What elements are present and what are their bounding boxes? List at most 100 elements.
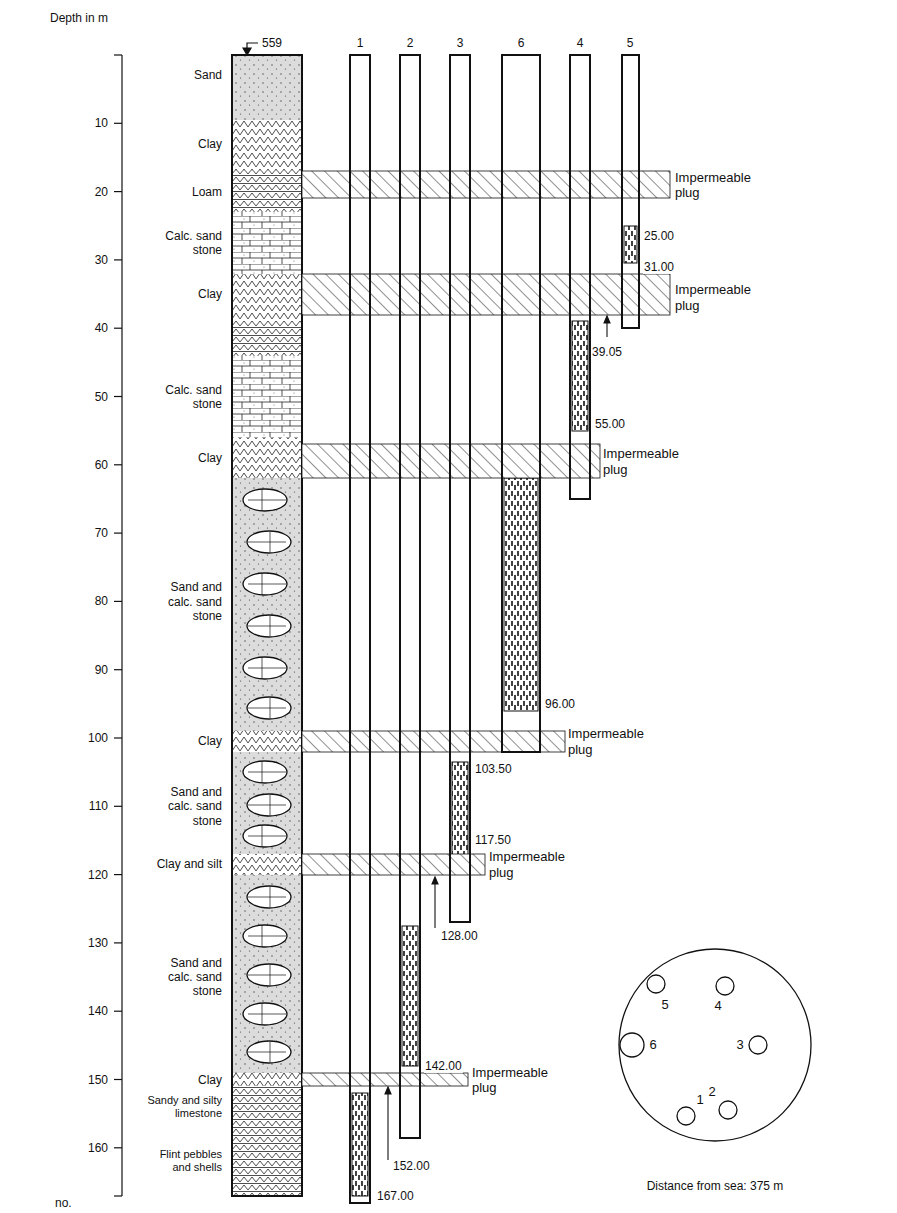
depth-value: 70: [95, 526, 108, 540]
depth-tick: [114, 1147, 122, 1148]
depth-tick: [114, 191, 122, 192]
well-tube-outlines: [350, 55, 639, 1203]
sandstone-nodule: [247, 531, 291, 553]
sandstone-nodule: [243, 825, 287, 847]
depth-value: 167.00: [376, 1189, 415, 1203]
lithology-column: [232, 55, 302, 1196]
well-position-number: 5: [661, 997, 668, 1012]
layer-name: Flint pebbles and shells: [146, 1148, 222, 1174]
depth-tick: [114, 396, 122, 397]
well-position-number: 6: [649, 1037, 656, 1052]
sandstone-nodule: [247, 886, 291, 908]
depth-tick: [114, 669, 122, 670]
depth-tick: [114, 532, 122, 533]
layer-name: Sand and calc. sand stone: [150, 956, 222, 998]
sandstone-nodule: [243, 1003, 287, 1025]
depth-value: 30: [95, 253, 108, 267]
well-position-number: 2: [708, 1084, 715, 1099]
depth-value: 103.50: [474, 762, 513, 776]
depth-value: 130: [88, 936, 108, 950]
layer-name: Calc. sand stone: [150, 229, 222, 257]
well-tubes: [350, 55, 639, 1203]
layer-name: Sand and calc. sand stone: [150, 785, 222, 827]
sandstone-nodule: [247, 615, 291, 637]
depth-value: 39.05: [591, 345, 623, 359]
depth-value: 96.00: [544, 697, 576, 711]
sandstone-nodule: [243, 761, 287, 783]
well-position-number: 3: [736, 1037, 743, 1052]
distance-note: Distance from sea: 375 m: [647, 1179, 784, 1193]
layer-name: Clay: [150, 287, 222, 301]
depth-tick: [114, 737, 122, 738]
depth-value: 90: [95, 663, 108, 677]
depth-tick: [114, 1079, 122, 1080]
sandstone-nodule: [247, 964, 291, 986]
layer-name: Clay: [150, 734, 222, 748]
sandstone-nodule: [243, 925, 287, 947]
depth-value: 128.00: [440, 929, 479, 943]
plug-label: Impermeable plug: [675, 169, 755, 200]
depth-tick: [114, 1011, 122, 1012]
well-position-number: 4: [714, 998, 721, 1013]
sandstone-nodule: [247, 1041, 291, 1063]
sandstone-nodule: [247, 697, 291, 719]
layer-name: Clay: [150, 137, 222, 151]
impermeable-plugs: [302, 171, 670, 1086]
well-screens: [352, 226, 637, 1196]
well-position-number: 1: [696, 1092, 703, 1107]
depth-axis: [114, 55, 122, 1196]
well-number: 2: [407, 36, 414, 50]
sandstone-nodule: [247, 794, 291, 816]
depth-value: 55.00: [594, 417, 626, 431]
depth-value: 60: [95, 458, 108, 472]
depth-value: 31.00: [643, 260, 675, 274]
depth-value: 140: [88, 1004, 108, 1018]
axis-note: no.: [55, 1196, 72, 1210]
depth-tick: [114, 259, 122, 260]
depth-value: 110: [89, 799, 108, 813]
well-number: 3: [457, 36, 464, 50]
depth-value: 50: [95, 389, 108, 403]
depth-value: 100: [88, 731, 108, 745]
depth-value: 160: [88, 1141, 108, 1155]
sandstone-nodule: [243, 657, 287, 679]
depth-tick: [114, 464, 122, 465]
layer-name: Clay and silt: [150, 857, 222, 871]
plug-label: Impermeable plug: [603, 446, 683, 477]
depth-tick: [114, 123, 122, 124]
depth-value: 142.00: [424, 1059, 463, 1073]
depth-value: 25.00: [643, 229, 675, 243]
reference-number: 559: [262, 36, 282, 50]
depth-value: 120: [88, 868, 108, 882]
depth-value: 20: [95, 185, 108, 199]
depth-tick: [114, 806, 122, 807]
well-number: 6: [518, 36, 525, 50]
depth-value: 80: [95, 594, 108, 608]
axis-title: Depth in m: [50, 11, 108, 25]
well-number: 1: [357, 36, 364, 50]
well-number: 5: [627, 36, 634, 50]
layer-name: Sand and calc. sand stone: [150, 580, 222, 622]
layer-name: Sandy and silty limestone: [146, 1094, 222, 1120]
depth-tick: [114, 328, 122, 329]
depth-value: 40: [95, 321, 108, 335]
sandstone-nodule: [243, 489, 287, 511]
depth-tick: [114, 601, 122, 602]
depth-value: 150: [88, 1072, 108, 1086]
depth-tick: [114, 942, 122, 943]
sandstone-nodule: [243, 573, 287, 595]
plug-label: Impermeable plug: [489, 849, 569, 880]
depth-value: 10: [95, 116, 108, 130]
layer-name: Sand: [150, 68, 222, 82]
depth-tick: [114, 874, 122, 875]
reference-arrow: [243, 43, 258, 55]
plug-label: Impermeable plug: [675, 282, 755, 313]
depth-value: 117.50: [474, 833, 512, 847]
layer-name: Calc. sand stone: [150, 382, 222, 410]
depth-value: 152.00: [392, 1159, 431, 1173]
layer-name: Clay: [150, 451, 222, 465]
plug-label: Impermeable plug: [568, 726, 648, 757]
layer-name: Loam: [150, 185, 222, 199]
